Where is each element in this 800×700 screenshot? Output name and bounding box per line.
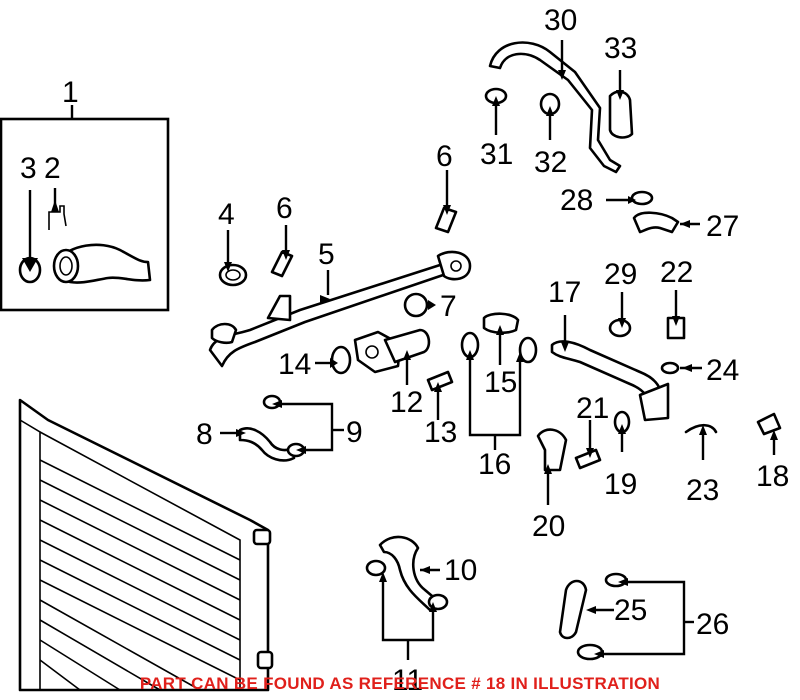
reference-caption: PART CAN BE FOUND AS REFERENCE # 18 IN I… [139, 674, 661, 693]
ref-label-31: 31 [480, 138, 513, 171]
ref-label-18: 18 [756, 460, 789, 493]
hose-8 [238, 427, 296, 462]
ref-label-23: 23 [686, 474, 719, 507]
fitting-18 [756, 412, 782, 436]
cap-7 [403, 292, 429, 318]
bolt-6b [434, 206, 458, 234]
ref-label-4: 4 [218, 198, 235, 231]
bolt-13 [426, 370, 454, 392]
ref-label-5: 5 [318, 238, 335, 271]
bolt-6a [270, 250, 294, 278]
ref-label-6b: 6 [436, 140, 453, 173]
clamp-26b [576, 643, 604, 661]
ref-label-8: 8 [196, 418, 213, 451]
ref-label-29: 29 [604, 258, 637, 291]
ref-label-19: 19 [604, 468, 637, 501]
inset-hose-end [52, 248, 80, 284]
ref-label-24: 24 [706, 354, 739, 387]
arrowheads [22, 70, 778, 658]
clamp-4 [218, 263, 248, 287]
ref-label-15: 15 [484, 366, 517, 399]
clamp-16b [518, 336, 538, 364]
hose-30 [488, 41, 622, 174]
ref-label-9: 9 [346, 416, 363, 449]
ref-label-28: 28 [560, 184, 593, 217]
ref-label-3: 3 [20, 152, 37, 185]
ref-label-21: 21 [576, 392, 609, 425]
ref-label-25: 25 [614, 594, 647, 627]
reference-labels: 1 2 3 4 5 6 6 7 8 9 10 11 12 13 14 15 16… [20, 4, 789, 697]
ref-label-20: 20 [532, 510, 565, 543]
bracket [48, 205, 67, 230]
clamp-11a [365, 559, 387, 577]
ref-label-7: 7 [440, 290, 457, 323]
ref-label-1: 1 [62, 76, 79, 109]
clamp-33 [608, 90, 634, 139]
ref-label-17: 17 [548, 276, 581, 309]
inset-hose [56, 243, 152, 284]
ref-label-14: 14 [278, 348, 311, 381]
ref-label-16: 16 [478, 448, 511, 481]
coolant-pipe [208, 250, 472, 368]
ref-label-6a: 6 [276, 192, 293, 225]
ref-label-27: 27 [706, 210, 739, 243]
clamp-28 [630, 190, 654, 206]
housing-20 [536, 428, 568, 472]
ref-label-32: 32 [534, 146, 567, 179]
ref-label-22: 22 [660, 256, 693, 289]
ref-label-33: 33 [604, 32, 637, 65]
clip-23 [684, 423, 718, 434]
hose-27 [632, 211, 680, 234]
ref-label-12: 12 [390, 386, 423, 419]
ref-label-11: 11 [392, 664, 423, 697]
ref-label-2: 2 [44, 152, 61, 185]
ref-label-13: 13 [424, 416, 457, 449]
inset-box [0, 117, 170, 312]
ref-label-30: 30 [544, 4, 577, 37]
radiator [18, 398, 274, 692]
o-ring-24 [660, 361, 680, 375]
gasket-14 [330, 345, 352, 375]
hose-15 [482, 312, 520, 335]
ref-label-26: 26 [696, 608, 729, 641]
hose-25 [558, 579, 588, 640]
ref-label-10: 10 [444, 554, 477, 587]
